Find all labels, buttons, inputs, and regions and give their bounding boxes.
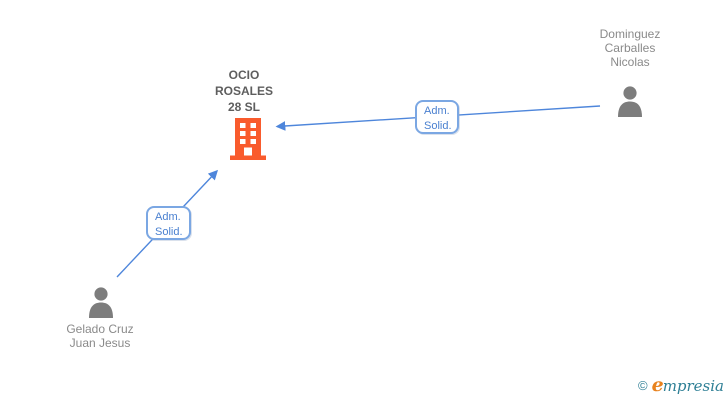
person-name-line: Carballes xyxy=(604,41,656,55)
person-icon xyxy=(618,86,642,117)
person-name-line: Dominguez xyxy=(599,27,661,41)
person-name-line: Gelado Cruz xyxy=(66,322,134,336)
company-title-line: 28 SL xyxy=(227,100,260,114)
company-title-line: ROSALES xyxy=(214,84,273,98)
company-node-title[interactable]: OCIO ROSALES 28 SL xyxy=(194,67,294,115)
copyright-icon: © xyxy=(638,378,648,393)
person-name-line: Nicolas xyxy=(610,55,650,69)
relation-label-line: Solid. xyxy=(155,226,183,238)
relation-label-line: Adm. xyxy=(155,211,181,223)
person-node-gelado-icon[interactable] xyxy=(84,287,118,318)
relation-label-dominguez[interactable]: Adm. Solid. xyxy=(415,100,459,134)
person-node-dominguez-name[interactable]: Dominguez Carballes Nicolas xyxy=(580,27,680,69)
company-node-icon[interactable] xyxy=(229,118,267,160)
person-node-dominguez-icon[interactable] xyxy=(613,86,647,117)
relation-label-line: Solid. xyxy=(424,120,452,132)
relation-label-gelado[interactable]: Adm. Solid. xyxy=(146,206,191,240)
building-icon xyxy=(230,118,266,160)
person-icon xyxy=(89,287,113,318)
person-node-gelado-name[interactable]: Gelado Cruz Juan Jesus xyxy=(50,322,150,350)
empresia-logo-text: mpresia xyxy=(662,377,724,395)
person-name-line: Juan Jesus xyxy=(69,336,131,350)
relation-label-line: Adm. xyxy=(424,105,450,117)
empresia-logo-initial: e xyxy=(651,374,664,396)
empresia-logo[interactable]: © e mpresia xyxy=(638,374,724,396)
company-title-line: OCIO xyxy=(228,68,260,82)
